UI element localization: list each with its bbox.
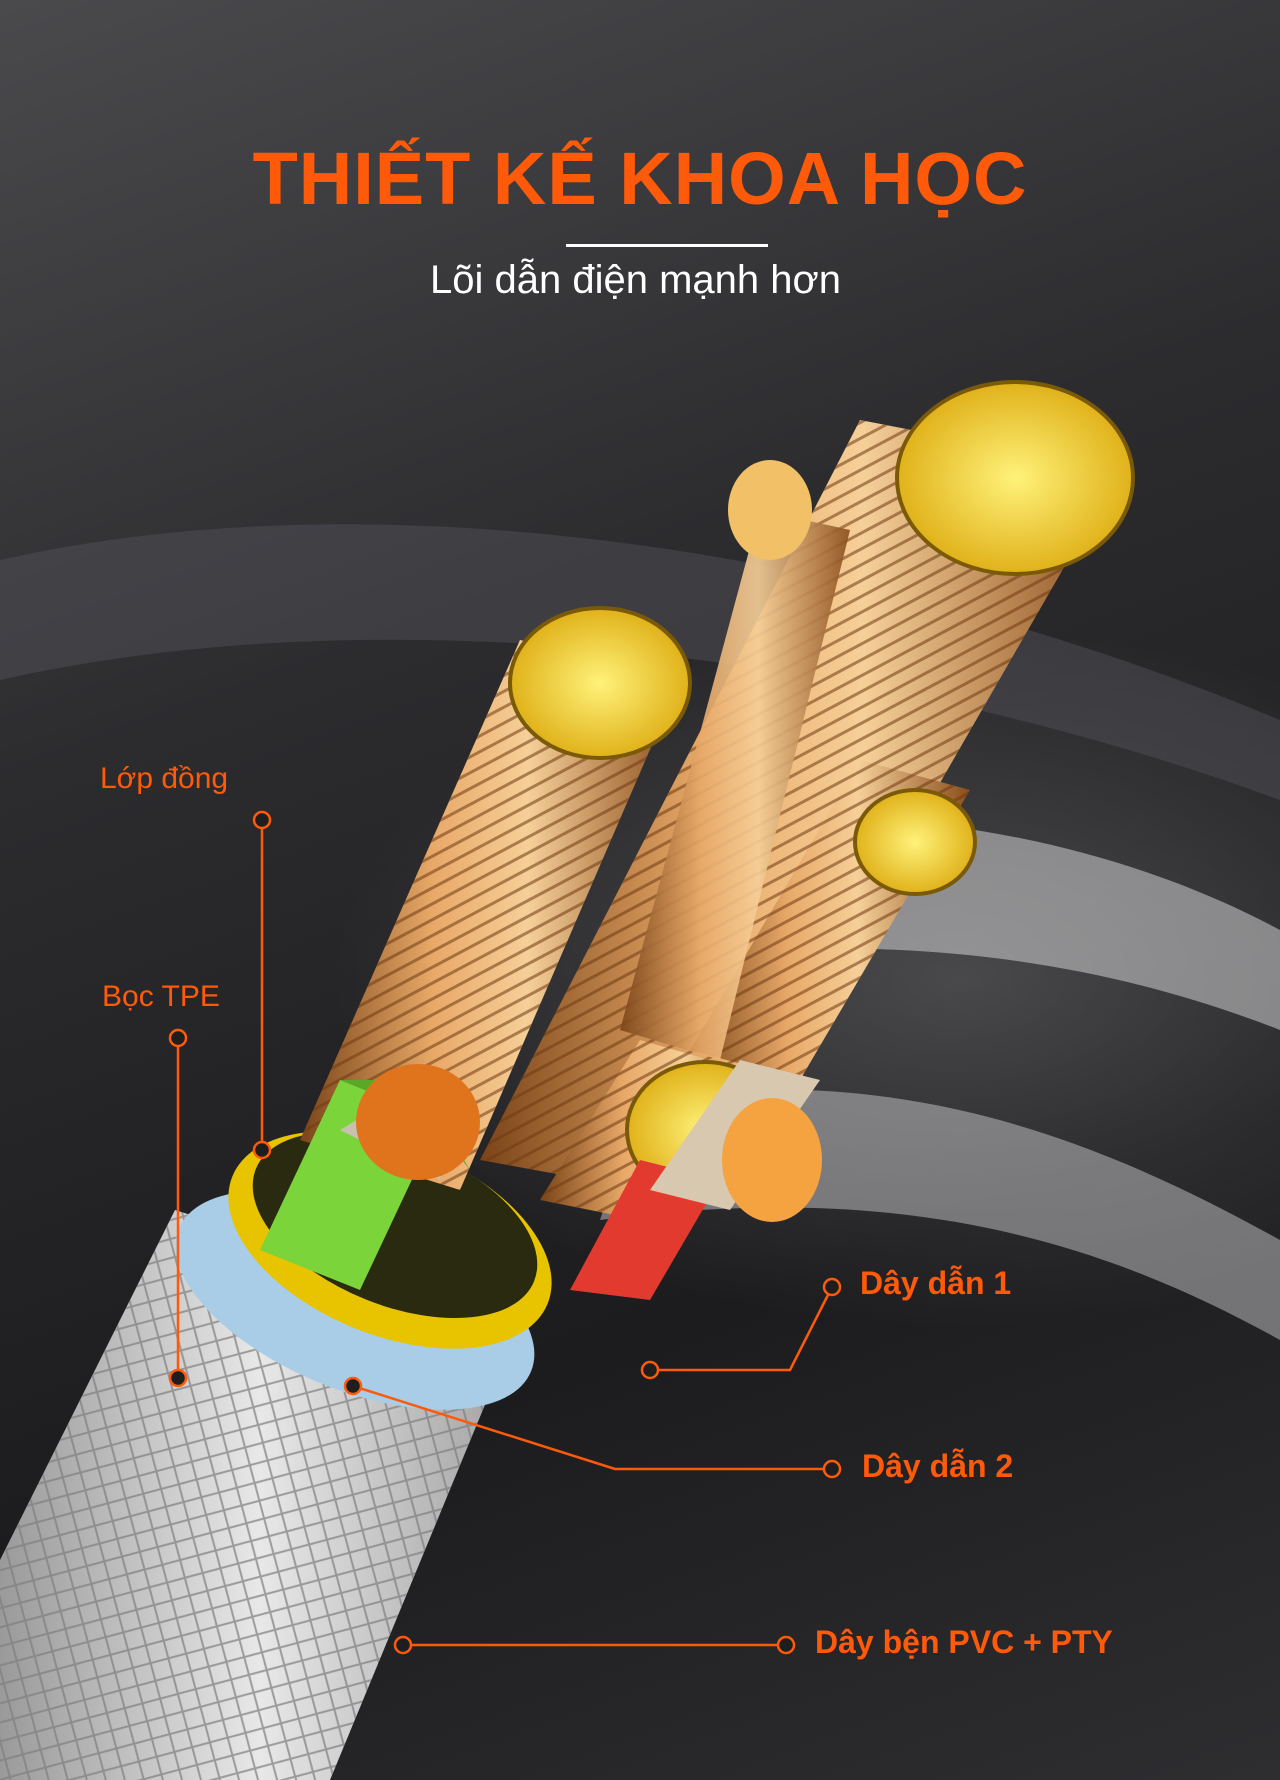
- callout-copper-layer: Lớp đồng: [100, 762, 229, 795]
- callout-tpe-cover: Bọc TPE: [102, 980, 220, 1013]
- callout-conductor-1: Dây dẫn 1: [860, 1265, 1012, 1301]
- callout-braid: Dây bện PVC + PTY: [815, 1624, 1113, 1660]
- page-subtitle: Lõi dẫn điện mạnh hơn: [430, 258, 841, 302]
- green-conductor: [260, 1064, 480, 1290]
- callout-lines: [168, 810, 842, 1655]
- title-divider: [566, 244, 768, 247]
- page-title: THIẾT KẾ KHOA HỌC: [252, 137, 1028, 220]
- callout-conductor-2: Dây dẫn 2: [862, 1448, 1014, 1484]
- red-conductor: [570, 1060, 822, 1300]
